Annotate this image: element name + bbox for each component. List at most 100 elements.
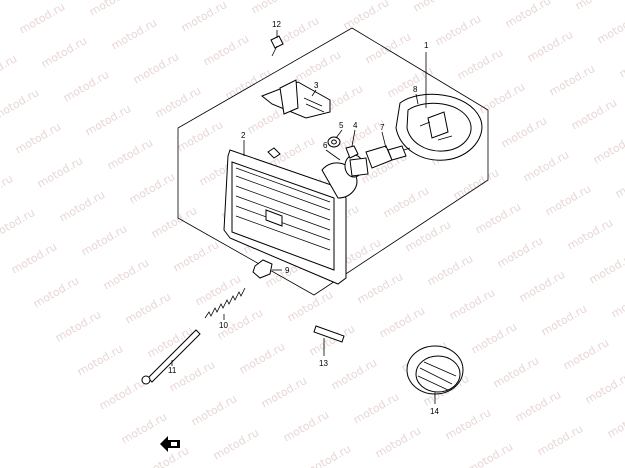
- watermark-text: motod.ru: [119, 410, 169, 446]
- watermark-text: motod.ru: [35, 154, 85, 190]
- watermark-text: motod.ru: [517, 268, 567, 304]
- watermark-text: motod.ru: [285, 288, 335, 324]
- watermark-text: motod.ru: [469, 320, 519, 356]
- watermark-text: motod.ru: [211, 426, 261, 462]
- bulb-socket: [344, 154, 369, 178]
- lens-cover: [406, 345, 464, 395]
- watermark-text: motod.ru: [237, 340, 287, 376]
- callout-labels: 1 2 3 4 5 6 7 8 9 10 11 12 13 14: [168, 20, 439, 416]
- watermark-text: motod.ru: [131, 50, 181, 86]
- adjusting-spring: [204, 287, 246, 319]
- callout-14: 14: [430, 407, 439, 416]
- watermark-text: motod.ru: [595, 10, 625, 46]
- watermark-text: motod.ru: [381, 184, 431, 220]
- watermark-text: motod.ru: [303, 442, 353, 468]
- callout-12: 12: [272, 20, 281, 29]
- watermark-text: motod.ru: [149, 204, 199, 240]
- watermark-text: motod.ru: [341, 0, 391, 33]
- watermark-text: motod.ru: [561, 336, 611, 372]
- watermark-text: motod.ru: [179, 0, 229, 35]
- watermark-text: motod.ru: [351, 390, 401, 426]
- watermark-text: motod.ru: [587, 250, 625, 286]
- callout-4: 4: [353, 121, 358, 130]
- adjusting-screw: [141, 329, 201, 385]
- watermark-text: motod.ru: [39, 34, 89, 70]
- callout-8: 8: [413, 85, 418, 94]
- headlamp-unit: [223, 147, 358, 285]
- watermark-text: motod.ru: [307, 322, 357, 358]
- watermark-text: motod.ru: [101, 256, 151, 292]
- watermark-text: motod.ru: [249, 0, 299, 17]
- watermark-text: motod.ru: [605, 404, 625, 440]
- watermark-text: motod.ru: [591, 130, 625, 166]
- watermark-text: motod.ru: [193, 272, 243, 308]
- watermark-text: motod.ru: [97, 376, 147, 412]
- watermark-text: motod.ru: [491, 354, 541, 390]
- pin: [313, 325, 345, 343]
- callout-7: 7: [380, 123, 385, 132]
- watermark-text: motod.ru: [0, 52, 19, 88]
- watermark-text: motod.ru: [411, 0, 461, 15]
- callout-9: 9: [285, 266, 290, 275]
- watermark-text: motod.ru: [17, 0, 67, 36]
- watermark-text: motod.ru: [329, 356, 379, 392]
- watermark-text: motod.ru: [293, 48, 343, 84]
- watermark-text: motod.ru: [451, 166, 501, 202]
- watermark-text: motod.ru: [513, 388, 563, 424]
- watermark-text: motod.ru: [87, 0, 137, 19]
- adjusting-nut: [345, 145, 359, 159]
- watermark-text: motod.ru: [0, 0, 45, 3]
- watermark-text: motod.ru: [0, 172, 15, 208]
- watermark-text: motod.ru: [455, 46, 505, 82]
- watermark-text: motod.ru: [153, 84, 203, 120]
- watermark-text: motod.ru: [157, 0, 207, 1]
- watermark-text: motod.ru: [617, 44, 625, 80]
- watermark-text: motod.ru: [355, 270, 405, 306]
- watermark-text: motod.ru: [425, 252, 475, 288]
- watermark-text: motod.ru: [171, 238, 221, 274]
- front-direction-arrow-icon: [160, 436, 180, 452]
- watermark-text: motod.ru: [477, 80, 527, 116]
- watermark-text: motod.ru: [495, 234, 545, 270]
- watermark-text: motod.ru: [0, 206, 37, 242]
- watermark-text: motod.ru: [473, 200, 523, 236]
- watermark-text: motod.ru: [539, 302, 589, 338]
- watermark-text: motod.ru: [565, 216, 615, 252]
- watermark-text: motod.ru: [201, 32, 251, 68]
- watermark-text: motod.ru: [535, 422, 585, 458]
- watermark-text: motod.ru: [403, 218, 453, 254]
- watermark-text: motod.ru: [525, 28, 575, 64]
- watermark-text: motod.ru: [503, 0, 553, 31]
- watermark-text: motod.ru: [123, 290, 173, 326]
- watermark-text: motod.ru: [79, 222, 129, 258]
- watermark-text: motod.ru: [83, 102, 133, 138]
- watermark-text: motod.ru: [363, 30, 413, 66]
- watermark-text: motod.ru: [31, 274, 81, 310]
- callout-1: 1: [424, 41, 429, 50]
- watermark-text: motod.ru: [9, 240, 59, 276]
- watermark-text: motod.ru: [609, 284, 625, 320]
- mounting-bracket: [261, 79, 331, 119]
- watermark-text: motod.ru: [373, 424, 423, 460]
- watermark-text: motod.ru: [0, 86, 41, 122]
- watermark-text: motod.ru: [569, 96, 619, 132]
- watermark-text: motod.ru: [75, 342, 125, 378]
- callout-10: 10: [219, 321, 228, 330]
- watermark-text: motod.ru: [613, 164, 625, 200]
- watermark-text: motod.ru: [57, 188, 107, 224]
- callout-6: 6: [323, 141, 328, 150]
- watermark-text: motod.ru: [109, 16, 159, 52]
- headlamp-case: [395, 93, 483, 161]
- washer: [327, 136, 341, 148]
- watermark-text: motod.ru: [573, 0, 623, 13]
- assembly-boundary: [177, 27, 489, 296]
- watermark-text: motod.ru: [447, 286, 497, 322]
- watermark-text: motod.ru: [281, 408, 331, 444]
- watermark-text: motod.ru: [543, 182, 593, 218]
- watermark-text: motod.ru: [443, 406, 493, 442]
- watermark-text: motod.ru: [547, 62, 597, 98]
- watermark-text: motod.ru: [13, 120, 63, 156]
- callout-3: 3: [314, 81, 319, 90]
